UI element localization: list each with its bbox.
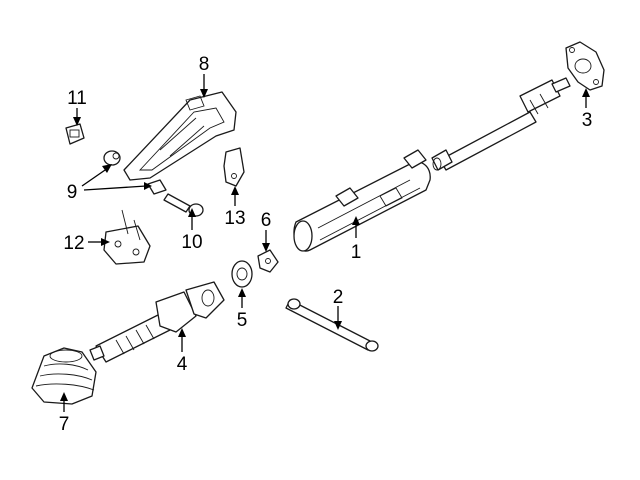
part-6-lever [257, 249, 279, 273]
part-11-clip [65, 123, 85, 145]
part-9-bushings [103, 150, 167, 195]
part-12-lock-bracket [103, 209, 151, 265]
callout-labels: 1 2 3 4 5 6 7 8 9 10 11 12 13 [59, 54, 593, 435]
callout-6: 6 [261, 210, 272, 231]
part-1-column-jacket [293, 149, 431, 252]
callout-12: 12 [63, 233, 84, 254]
part-13-bracket [223, 147, 245, 187]
callout-1: 1 [351, 242, 362, 263]
callout-2: 2 [333, 287, 344, 308]
part-10-pin [163, 193, 204, 217]
part-5-bearing [231, 260, 253, 288]
callout-10: 10 [181, 232, 202, 253]
callout-13: 13 [224, 208, 245, 229]
callout-9: 9 [67, 182, 78, 203]
callout-11: 11 [67, 88, 87, 109]
callout-3: 3 [582, 110, 593, 131]
part-8-cover [123, 91, 237, 181]
part-4-intermediate-shaft [89, 281, 225, 363]
callout-4: 4 [177, 354, 188, 375]
part-7-boot [31, 347, 97, 405]
part-2-rod [285, 298, 379, 352]
callout-8: 8 [199, 54, 210, 75]
callout-7: 7 [59, 414, 70, 435]
leaders [60, 74, 590, 412]
upper-shaft [431, 77, 571, 171]
callout-5: 5 [237, 310, 248, 331]
part-3-bracket [565, 41, 605, 91]
